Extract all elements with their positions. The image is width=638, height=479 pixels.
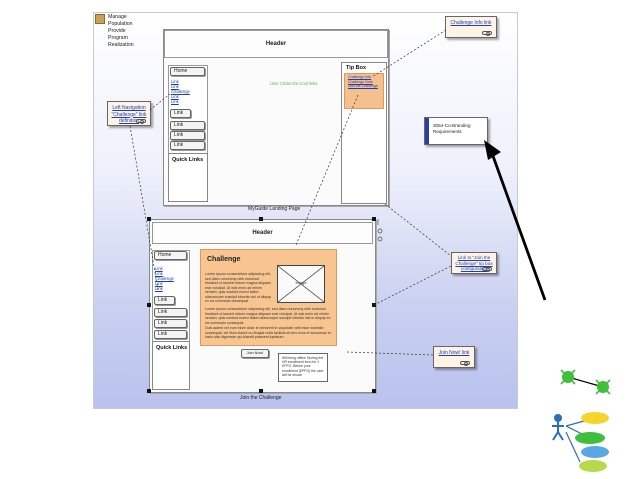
requirement-label: Link to "Join the Challenge" tip box con… xyxy=(455,255,493,272)
quick-links-panel: Quick Links xyxy=(168,153,208,202)
quick-links-panel: Quick Links xyxy=(152,341,190,390)
arrow-head xyxy=(484,140,501,160)
join-challenge-link-requirement[interactable]: Link to "Join the Challenge" tip box con… xyxy=(451,252,497,274)
image-label: Image xyxy=(295,280,307,285)
nav-link[interactable]: Link xyxy=(155,286,163,291)
nav-link[interactable]: Link xyxy=(171,94,179,99)
tip-box-title: Tip Box xyxy=(346,65,367,71)
challenge-paragraph-2: Lorem ipsum consectetuer adipiscing elit… xyxy=(205,307,331,325)
home-button[interactable]: Home xyxy=(170,67,205,76)
link-button[interactable]: Link xyxy=(170,109,191,118)
tip-link[interactable]: Challenge Note xyxy=(348,79,373,84)
mindmap-icon xyxy=(552,412,609,472)
link-button[interactable]: Link xyxy=(154,296,175,305)
link-button[interactable]: Link xyxy=(170,141,205,150)
challenge-paragraph-3: Duis autem vel eum iriure dolor in hendr… xyxy=(205,326,331,339)
tip-link[interactable]: Challenge Info xyxy=(348,75,372,79)
image-placeholder: Image xyxy=(277,265,325,303)
arrow-line xyxy=(487,144,547,301)
header-box: Header xyxy=(152,222,373,244)
co-branding-requirement[interactable]: 3054-Co-Branding Requirements xyxy=(424,117,488,145)
nav-links[interactable]: Link Link Challenge Link Link xyxy=(171,79,190,104)
link-icon xyxy=(460,361,470,366)
challenge-title: Challenge xyxy=(207,256,241,263)
link-icon xyxy=(482,267,492,272)
bug-icon xyxy=(560,369,611,395)
join-now-link-requirement[interactable]: Join Now! link xyxy=(433,346,475,368)
wireframe-landing-page[interactable]: Header Home Link Link Challenge Link Lin… xyxy=(163,29,389,206)
challenge-paragraph-1: Lorem ipsum consectetuer adipiscing elit… xyxy=(205,272,272,303)
link-icon xyxy=(482,31,492,36)
tip-box-panel: Tip Box Challenge Info Challenge Note Jo… xyxy=(341,62,387,204)
selection-handle[interactable] xyxy=(147,303,151,307)
selection-handle[interactable] xyxy=(259,389,263,393)
requirement-label: Challenge Info link xyxy=(450,20,492,26)
tip-box-highlight xyxy=(344,73,384,109)
package-title: Manage Population Provide Program Realiz… xyxy=(108,14,134,48)
requirement-color-bar xyxy=(425,118,429,144)
selection-handle[interactable] xyxy=(372,217,376,221)
requirement-label: 3054-Co-Branding Requirements xyxy=(433,123,471,134)
selection-handle[interactable] xyxy=(147,389,151,393)
zoom-handle-icon xyxy=(377,219,383,242)
link-button[interactable]: Link xyxy=(154,308,187,317)
requirement-label: Left Navigation "Challenge" link definit… xyxy=(111,105,147,124)
challenge-info-link-requirement[interactable]: Challenge Info link xyxy=(445,16,497,38)
nav-link[interactable]: Link xyxy=(171,79,179,84)
annotation-note: Will bring offline Storing the HR enroll… xyxy=(278,353,328,382)
user-clicks-label: User Clicks the Cool links xyxy=(270,81,318,86)
nav-link[interactable]: Link xyxy=(171,99,179,104)
package-icon xyxy=(95,14,105,24)
link-button[interactable]: Link xyxy=(170,131,205,140)
selection-handle[interactable] xyxy=(147,217,151,221)
selection-handle[interactable] xyxy=(372,389,376,393)
image-cross-icon xyxy=(278,266,324,302)
selection-handle[interactable] xyxy=(259,217,263,221)
challenge-panel: Challenge Lorem ipsum consectetuer adipi… xyxy=(200,249,337,346)
requirement-label: Join Now! link xyxy=(438,350,470,356)
nav-link-challenge[interactable]: Challenge xyxy=(171,89,190,94)
nav-link-challenge[interactable]: Challenge xyxy=(155,276,174,281)
link-button[interactable]: Link xyxy=(154,330,187,339)
link-icon xyxy=(136,119,146,124)
nav-link[interactable]: Link xyxy=(155,271,163,276)
link-button[interactable]: Link xyxy=(170,121,205,130)
quick-links-title: Quick Links xyxy=(172,157,204,163)
tip-link-join[interactable]: Join the Challenge xyxy=(348,84,378,88)
header-box: Header xyxy=(164,30,388,58)
nav-link[interactable]: Link xyxy=(155,281,163,286)
join-now-button[interactable]: Join Now! xyxy=(241,349,269,358)
landing-page-caption: MyGuide Landing Page xyxy=(248,206,301,212)
left-navigation-requirement[interactable]: Left Navigation "Challenge" link definit… xyxy=(107,101,151,126)
nav-links[interactable]: Link Link Challenge Link Link xyxy=(155,266,174,291)
join-challenge-caption: Join the Challenge xyxy=(240,395,282,401)
nav-link[interactable]: Link xyxy=(155,266,163,271)
home-button[interactable]: Home xyxy=(154,251,187,260)
nav-link[interactable]: Link xyxy=(171,84,179,89)
tip-links[interactable]: Challenge Info Challenge Note Join the C… xyxy=(348,75,378,89)
wireframe-join-challenge[interactable]: Header Home Link Link Challenge Link Lin… xyxy=(149,219,376,393)
quick-links-title: Quick Links xyxy=(156,345,188,351)
link-button[interactable]: Link xyxy=(154,319,187,328)
